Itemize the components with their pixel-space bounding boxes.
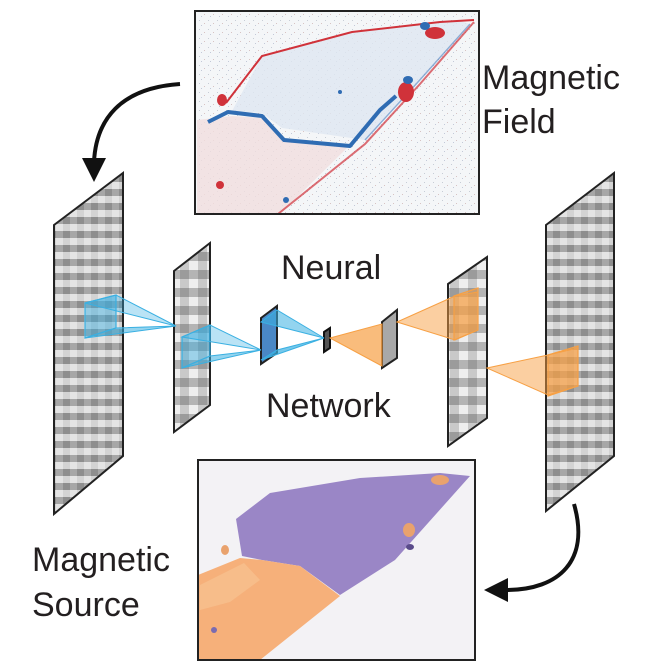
decoder-layer-2 — [447, 255, 488, 448]
bottleneck-layer — [323, 326, 331, 354]
encoder-layer-1 — [53, 170, 124, 517]
curved-arrow-down-icon — [82, 82, 181, 182]
decoder-layer-3 — [545, 170, 615, 514]
curved-arrow-left-icon — [484, 503, 581, 602]
neural-network-label-line1: Neural — [281, 249, 382, 287]
magnetic-source-label-line1: Magnetic — [32, 541, 170, 579]
decoder-kernels — [328, 287, 579, 397]
magnetic-field-label-line2: Field — [482, 103, 556, 141]
magnetic-field-label-line1: Magnetic — [482, 59, 620, 97]
decoder-layer-1 — [381, 307, 398, 370]
magnetic-source-image — [197, 459, 476, 661]
neural-network-label-line2: Network — [266, 387, 391, 425]
magnetic-source-label-line2: Source — [32, 586, 140, 624]
encoder-layer-2 — [173, 240, 211, 434]
magnetic-field-image — [194, 10, 480, 215]
encoder-kernels — [84, 294, 325, 369]
